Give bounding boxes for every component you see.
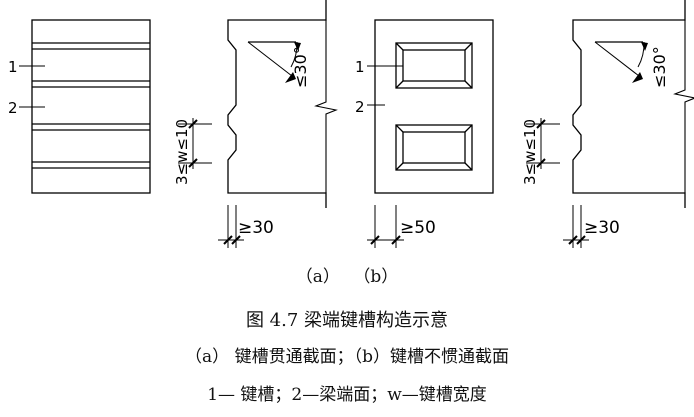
angle-note-b: ≤30°: [650, 46, 669, 88]
figure-subtitle: （a） 键槽贯通截面；（b）键槽不惯通截面: [185, 347, 509, 367]
callout-1-b: 1: [355, 58, 365, 76]
width-range-b: 3≤w≤10: [521, 119, 539, 185]
view-b-face: [367, 19, 494, 248]
min-distance-30-b: ≥30: [584, 218, 620, 238]
sub-labels: （a） （b）: [0, 267, 694, 287]
figure-legend: 1— 键槽；2—梁端面；w—键槽宽度: [207, 385, 487, 405]
width-range-a: 3≤w≤10: [173, 119, 191, 185]
figure-title: 图 4.7 梁端键槽构造示意: [245, 310, 449, 331]
sub-label-a: （a）: [295, 267, 340, 287]
angle-note-a: ≤30°: [291, 46, 310, 88]
view-b-section: [526, 0, 694, 248]
callout-2-a: 2: [8, 99, 18, 117]
sub-label-b: （b）: [353, 267, 399, 287]
min-distance-30-a: ≥30: [238, 218, 274, 238]
callout-2-b: 2: [355, 98, 365, 116]
min-distance-50-b: ≥50: [400, 218, 436, 238]
view-a-face: [19, 19, 151, 194]
view-a-section: [178, 0, 338, 248]
callout-1-a: 1: [8, 58, 18, 76]
